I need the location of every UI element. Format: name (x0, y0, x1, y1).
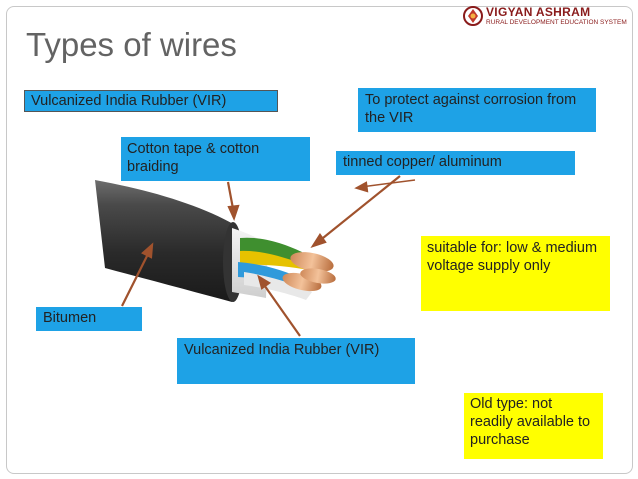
logo-emblem-icon (463, 6, 483, 26)
label-tinned-copper: tinned copper/ aluminum (336, 151, 575, 175)
callout-arrows (121, 175, 416, 337)
arrowhead-corrosion (354, 181, 369, 193)
arrowhead-tinned (310, 233, 327, 249)
arrow-vir-bottom (261, 281, 301, 337)
slide-border (6, 6, 633, 474)
logo-subtitle: RURAL DEVELOPMENT EDUCATION SYSTEM (486, 19, 627, 26)
copper-conductors (282, 252, 336, 292)
arrow-tinned (317, 175, 401, 243)
arrow-bitumen (121, 249, 151, 307)
arrowhead-bitumen (141, 242, 154, 259)
label-vir-bottom: Vulcanized India Rubber (VIR) (177, 338, 415, 384)
label-suitable-for: suitable for: low & medium voltage suppl… (421, 236, 610, 311)
cable-jacket (95, 180, 243, 302)
arrowhead-cotton (227, 204, 240, 222)
logo-name: VIGYAN ASHRAM (486, 5, 591, 19)
arrowhead-vir-bottom (257, 274, 272, 290)
label-cotton-braiding: Cotton tape & cotton braiding (121, 137, 310, 181)
label-vir-top: Vulcanized India Rubber (VIR) (24, 90, 278, 112)
label-old-type: Old type: not readily available to purch… (464, 393, 603, 459)
slide-title: Types of wires (26, 26, 237, 63)
label-bitumen: Bitumen (36, 307, 142, 331)
label-corrosion: To protect against corrosion from the VI… (358, 88, 596, 132)
arrow-corrosion (360, 179, 416, 188)
vigyan-ashram-logo: VIGYAN ASHRAM RURAL DEVELOPMENT EDUCATIO… (462, 4, 632, 30)
cable-cores (238, 237, 312, 300)
